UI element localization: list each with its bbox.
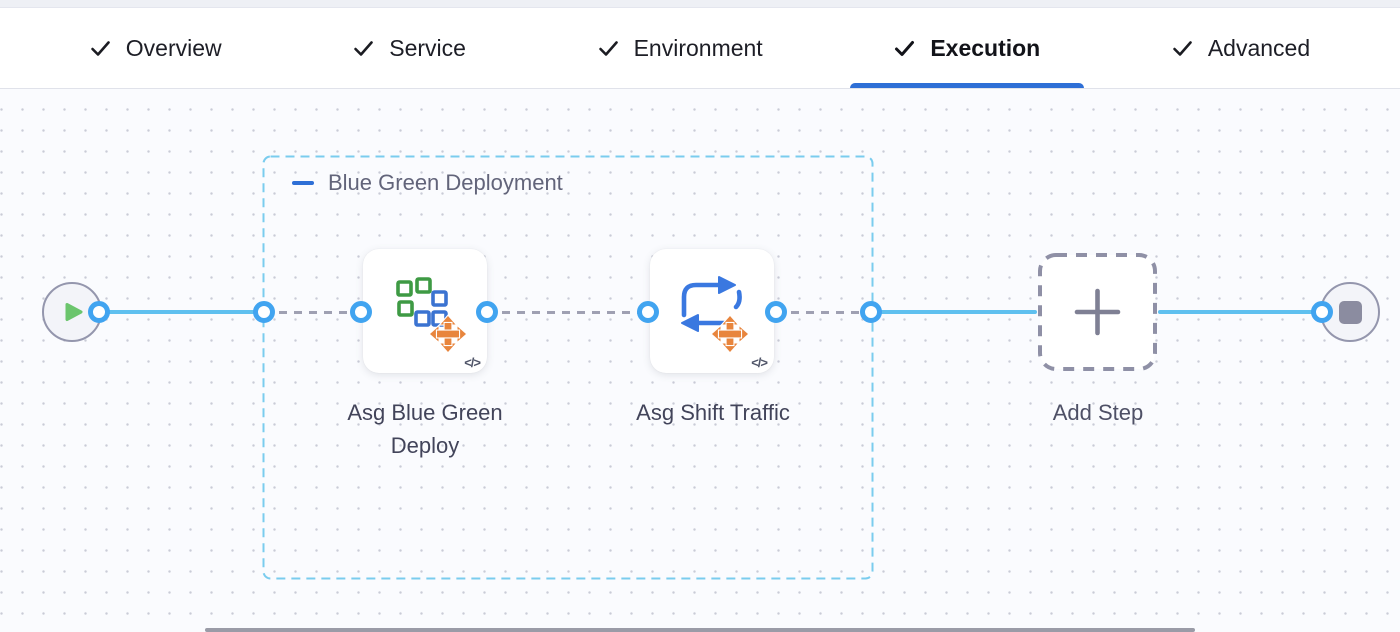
tab-execution[interactable]: Execution [850, 8, 1085, 88]
pipeline-stage-tab-bar: Overview Service Environment Execution A… [0, 8, 1400, 89]
horizontal-scrollbar-thumb[interactable] [205, 628, 1195, 632]
connector-group-to-step1 [264, 311, 361, 314]
check-icon [353, 39, 374, 58]
check-icon [598, 39, 619, 58]
tab-service[interactable]: Service [353, 8, 466, 88]
port-step1-out[interactable] [476, 301, 498, 323]
add-step-label: Add Step [1052, 400, 1144, 425]
code-icon: </> [464, 355, 481, 370]
step-asg-blue-green-deploy[interactable]: </> [363, 249, 487, 373]
asg-blue-green-squares-icon [396, 277, 468, 354]
move-arrows-icon [428, 314, 468, 354]
connector-step2-to-group [776, 311, 871, 314]
connector-start-to-group [99, 310, 264, 314]
stage-group-border [262, 155, 874, 580]
port-group-out[interactable] [860, 301, 882, 323]
check-icon [1172, 39, 1193, 58]
pipeline-canvas[interactable]: Blue Green Deployment [0, 90, 1400, 632]
tab-label: Overview [125, 34, 222, 61]
tab-environment[interactable]: Environment [598, 8, 763, 88]
tab-overview[interactable]: Overview [90, 8, 222, 88]
connector-step1-to-step2 [487, 311, 648, 314]
stage-group-label: Blue Green Deployment [328, 170, 563, 195]
step-asg-shift-traffic[interactable]: </> [650, 249, 774, 373]
connector-addstep-to-end [1158, 310, 1322, 314]
tab-advanced[interactable]: Advanced [1172, 8, 1310, 88]
add-step-button[interactable] [1037, 252, 1158, 372]
check-icon [90, 39, 111, 58]
step-label-asg-blue-green-deploy: Asg Blue Green Deploy [347, 400, 503, 458]
port-step1-in[interactable] [350, 301, 372, 323]
window-top-strip [0, 0, 1400, 8]
port-step2-out[interactable] [765, 301, 787, 323]
swap-arrows-icon [681, 276, 750, 354]
check-icon [894, 39, 915, 58]
tab-label: Execution [930, 34, 1041, 61]
plus-icon [1074, 288, 1121, 336]
collapse-group-minus-icon[interactable] [292, 181, 314, 185]
tab-label: Advanced [1207, 34, 1311, 61]
step-label-asg-shift-traffic: Asg Shift Traffic [636, 400, 790, 425]
tab-label: Environment [633, 34, 763, 61]
play-icon [65, 303, 83, 321]
port-end-in[interactable] [1311, 301, 1333, 323]
port-step2-in[interactable] [637, 301, 659, 323]
tab-label: Service [389, 34, 466, 61]
stage-group-header: Blue Green Deployment [292, 170, 563, 196]
move-arrows-icon [710, 314, 750, 354]
connector-group-to-addstep [871, 310, 1037, 314]
stop-icon [1338, 300, 1362, 324]
code-icon: </> [751, 355, 768, 370]
active-tab-underline [850, 83, 1085, 88]
port-start-out[interactable] [88, 301, 110, 323]
port-group-in[interactable] [253, 301, 275, 323]
